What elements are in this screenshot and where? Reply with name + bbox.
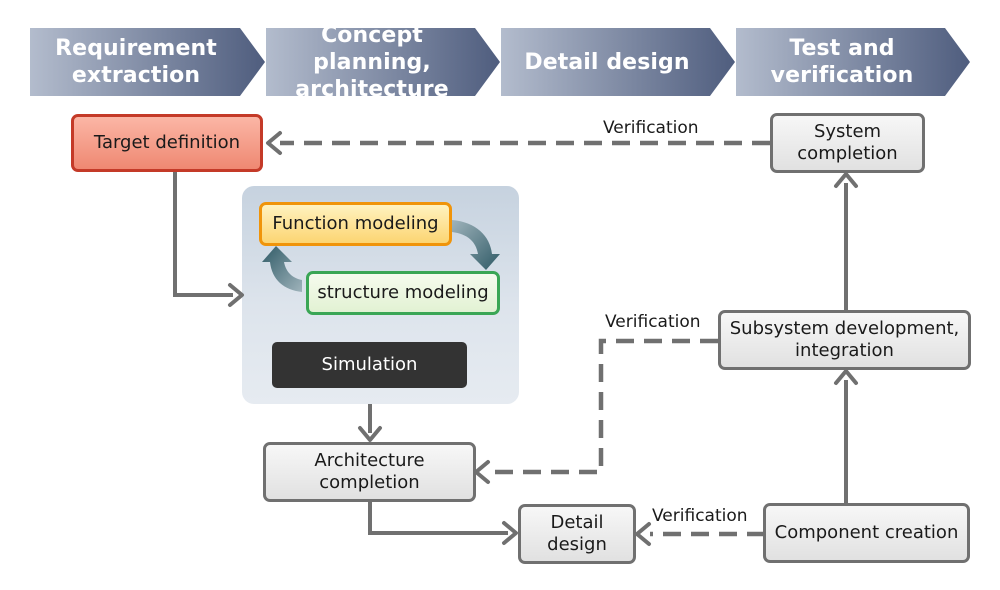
arrowhead-target-to-modeling	[228, 283, 244, 307]
arrowhead-component-to-subsystem	[834, 369, 858, 385]
component-creation-box: Component creation	[763, 503, 970, 563]
arrow-architecture-to-detail	[368, 500, 508, 535]
simulation-box: Simulation	[272, 342, 467, 388]
structure-modeling-box: structure modeling	[306, 271, 500, 315]
phase-chevron-3	[501, 28, 735, 96]
cycle-arrow-up-icon	[262, 246, 302, 292]
arrowhead-subsystem-to-system	[834, 172, 858, 188]
phase-chevron-4	[736, 28, 970, 96]
detail-design-box: Detail design	[518, 504, 636, 564]
arrowhead-architecture-to-detail	[502, 521, 518, 545]
verification-label-middle: Verification	[605, 312, 701, 332]
cycle-arrow-down-icon	[452, 220, 500, 270]
arrowhead-verification-bottom	[635, 522, 651, 546]
phase-test-verification: Test and verification	[770, 36, 914, 88]
function-modeling-box: Function modeling	[259, 202, 452, 246]
arrowhead-verification-middle	[474, 460, 490, 484]
arrowhead-modeling-to-architecture	[358, 426, 382, 442]
verification-arrow-middle	[490, 338, 718, 475]
arrow-target-to-modeling	[173, 172, 233, 297]
architecture-completion-box: Architecture completion	[263, 442, 476, 502]
verification-label-top: Verification	[603, 118, 699, 138]
phase-chevron-1	[30, 28, 265, 96]
phase-detail-design: Detail design	[524, 49, 690, 75]
system-completion-box: System completion	[770, 113, 925, 173]
target-definition-box: Target definition	[71, 114, 263, 172]
verification-label-bottom: Verification	[652, 506, 748, 526]
phase-chevron-2	[266, 28, 500, 96]
phase-requirement-extraction: Requirement extraction	[55, 36, 217, 88]
subsystem-integration-box: Subsystem development, integration	[718, 310, 971, 370]
arrowhead-verification-top	[266, 131, 282, 155]
